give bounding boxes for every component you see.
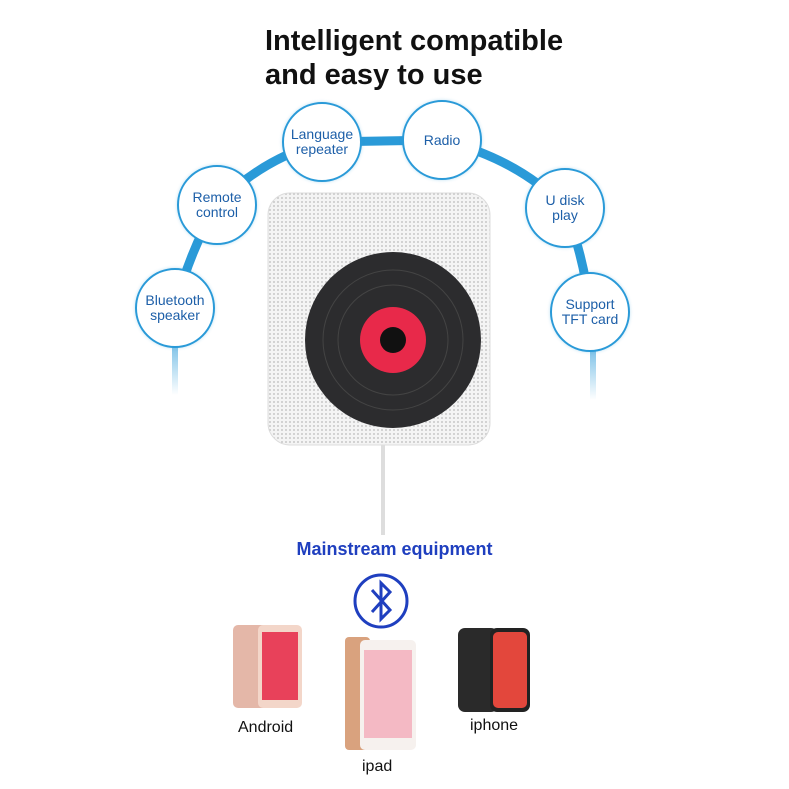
headline-line-2: and easy to use bbox=[265, 59, 483, 91]
feature-text: Radio bbox=[423, 131, 461, 148]
headline-line-1: Intelligent compatible bbox=[265, 25, 564, 57]
fade-line-right bbox=[590, 350, 596, 400]
feature-text: speaker bbox=[150, 307, 200, 323]
feature-text: Remote bbox=[192, 189, 242, 205]
feature-radio: Radio bbox=[402, 100, 482, 180]
feature-text: U disk bbox=[545, 192, 585, 208]
fade-line-left bbox=[172, 345, 178, 395]
android-label: Android bbox=[238, 719, 294, 736]
feature-text: repeater bbox=[295, 141, 349, 157]
headline: Intelligent compatible and easy to use bbox=[265, 24, 563, 92]
feature-text: control bbox=[195, 204, 239, 220]
spindle bbox=[380, 327, 406, 353]
subheading: Mainstream equipment bbox=[296, 539, 493, 559]
bluetooth-icon bbox=[353, 573, 409, 629]
feature-text: TFT card bbox=[561, 311, 619, 327]
feature-text: Support bbox=[565, 296, 615, 312]
ipad-image bbox=[345, 637, 416, 750]
feature-text: Language bbox=[290, 126, 354, 142]
iphone-image bbox=[458, 628, 530, 712]
iphone-label: iphone bbox=[470, 717, 519, 734]
android-phone-image bbox=[233, 625, 302, 708]
feature-text: Bluetooth bbox=[145, 292, 205, 308]
ipad-label: ipad bbox=[362, 758, 393, 775]
feature-text: play bbox=[552, 207, 578, 223]
